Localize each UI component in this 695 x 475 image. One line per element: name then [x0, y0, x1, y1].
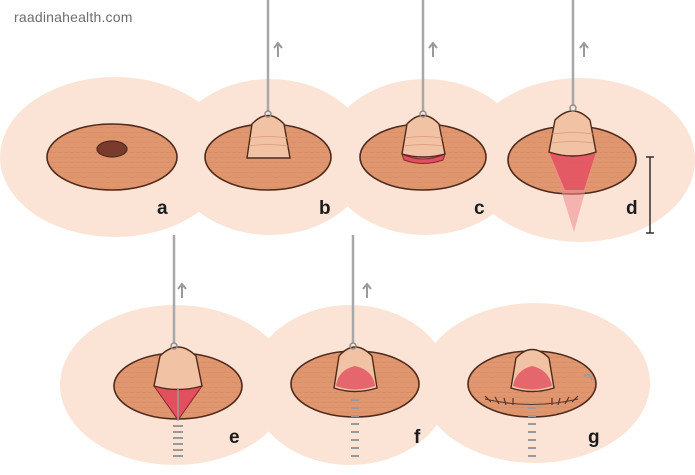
up-arrow	[273, 41, 283, 57]
up-arrow	[428, 41, 438, 57]
purse-string-suture	[351, 399, 359, 457]
panel-label-c: c	[474, 198, 485, 219]
up-arrow	[177, 282, 187, 298]
up-arrow	[579, 41, 589, 57]
purse-string-suture	[173, 425, 183, 457]
panel-label-b: b	[319, 198, 331, 219]
panel-a	[46, 123, 178, 191]
inverted-nipple	[96, 140, 128, 158]
panel-f	[290, 235, 420, 457]
panel-b	[204, 0, 332, 191]
watermark: raadinahealth.com	[14, 9, 133, 25]
everted-nipple	[153, 346, 203, 391]
panel-label-f: f	[414, 427, 421, 448]
panel-d	[507, 0, 654, 234]
panel-label-e: e	[229, 427, 240, 448]
purse-string-stitches	[484, 395, 579, 406]
panel-label-d: d	[626, 198, 638, 219]
everted-nipple	[548, 110, 597, 157]
panel-e	[113, 235, 243, 457]
dermal-stitches	[528, 407, 536, 457]
up-arrow	[362, 282, 372, 298]
panel-g	[467, 348, 597, 457]
panel-c	[359, 0, 487, 191]
scale-bar	[646, 156, 654, 234]
panel-label-a: a	[157, 198, 168, 219]
panel-label-g: g	[588, 427, 600, 448]
suture-knot	[583, 373, 593, 381]
